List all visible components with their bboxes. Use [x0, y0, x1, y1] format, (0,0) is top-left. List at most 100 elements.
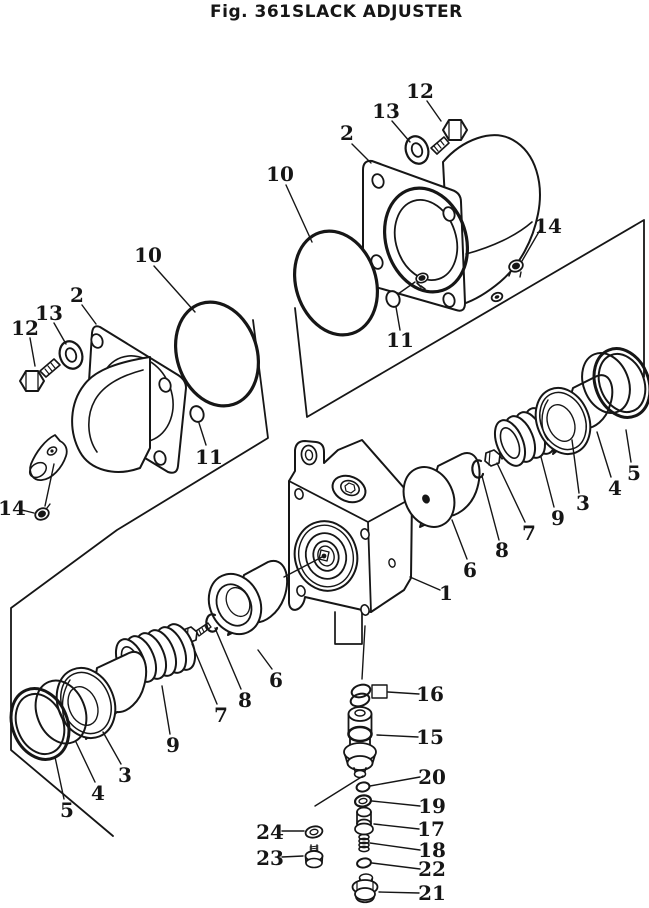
right-flange-bore — [393, 199, 459, 281]
left-ring-4 — [34, 679, 88, 745]
right-clip-8 — [471, 459, 485, 479]
left-cylinder-rim — [88, 369, 144, 453]
oring-22 — [356, 857, 372, 869]
right-flange-vent-fitting — [415, 272, 429, 290]
body-bottom-tab — [334, 611, 363, 645]
callout-3-right-piston: 3 — [576, 491, 590, 515]
callout-18-spring: 18 — [418, 838, 446, 862]
callout-10-left-oring: 10 — [134, 243, 162, 267]
right-cover-assembly — [362, 119, 541, 312]
callout-23-screw: 23 — [256, 846, 284, 870]
callout-10-right-oring: 10 — [266, 162, 294, 186]
right-ring-4 — [581, 352, 631, 414]
right-flange-bolt-hole — [442, 206, 456, 222]
body-lug-hole-inner — [304, 449, 314, 461]
callout-4-left-ring: 4 — [91, 781, 105, 805]
valve-body-15 — [343, 706, 377, 779]
body-corner-hole — [360, 604, 370, 616]
callout-24-washer: 24 — [256, 820, 284, 844]
right-ring-5 — [592, 347, 649, 419]
right-cup-6 — [402, 452, 481, 528]
callout-2-right-cover: 2 — [340, 121, 354, 145]
callout-14-left-plug: 14 — [0, 496, 26, 520]
callout-8-left-clip: 8 — [238, 688, 252, 712]
callout-12-right-cover-bolt: 12 — [406, 79, 434, 103]
body-front-boss — [293, 520, 359, 592]
left-panel-outline — [10, 319, 269, 837]
right-cover-cylinder-rim — [465, 221, 533, 255]
left-flange-bolt-hole — [158, 377, 172, 393]
body-corner-hole — [294, 488, 304, 500]
callout-leader-lines — [21, 100, 632, 894]
right-flange-bolt-hole — [442, 292, 456, 308]
callout-5-left-ring: 5 — [60, 798, 74, 822]
callout-13-left-washer: 13 — [35, 301, 63, 325]
callout-6-left-cup: 6 — [269, 668, 283, 692]
washer-19 — [353, 794, 373, 808]
callout-6-right-cup: 6 — [463, 558, 477, 582]
callout-5-right-ring: 5 — [627, 461, 641, 485]
right-plug-14 — [508, 259, 524, 278]
callout-20-oring: 20 — [418, 765, 446, 789]
callout-14-right-plug: 14 — [534, 214, 562, 238]
left-cup-6 — [207, 559, 289, 636]
callout-21-fitting: 21 — [418, 881, 446, 905]
callout-4-right-ring: 4 — [608, 476, 622, 500]
right-flange-seal-groove — [382, 186, 470, 294]
left-bolt-12 — [19, 358, 61, 392]
callout-9-left-boot: 9 — [166, 733, 180, 757]
figure-number: Fig. 361 — [210, 2, 291, 22]
left-cover-spout — [29, 434, 68, 481]
screw-23 — [304, 844, 324, 869]
callout-7-left-screw: 7 — [214, 703, 228, 727]
left-piston-3 — [55, 650, 148, 740]
callout-19-washer: 19 — [418, 794, 446, 818]
adjuster-body-1 — [287, 439, 413, 645]
oring-20 — [355, 781, 371, 793]
body-top-port — [331, 474, 367, 504]
callout-16-clip: 16 — [416, 682, 444, 706]
callout-17-valve: 17 — [417, 817, 445, 841]
left-washer-13 — [58, 340, 84, 370]
body-center-dot — [321, 553, 327, 559]
left-flange-bolt-hole — [153, 450, 167, 466]
right-panel-outline — [294, 219, 645, 418]
fitting-21 — [351, 873, 379, 904]
figure-title: SLACK ADJUSTER — [292, 2, 463, 22]
right-cover-flange — [362, 159, 466, 312]
right-nose-hole-inner — [494, 295, 500, 299]
left-oring-11 — [189, 405, 205, 423]
callout-1-body: 1 — [439, 581, 453, 605]
callout-3-left-piston: 3 — [118, 763, 132, 787]
body-corner-hole — [360, 528, 370, 540]
callout-15-valve-body: 15 — [416, 725, 444, 749]
callout-7-right-screw: 7 — [522, 521, 536, 545]
body-lug-hole — [300, 444, 318, 466]
left-plug-14 — [34, 503, 51, 521]
body-top-port-bore — [340, 479, 360, 497]
right-oring-10 — [292, 229, 380, 337]
left-spout-hole-center — [50, 449, 54, 453]
washer-24 — [304, 825, 324, 839]
right-cup-hole — [422, 494, 430, 504]
left-ring-5 — [9, 687, 71, 761]
left-oring-10 — [173, 300, 261, 408]
right-bolt-12 — [430, 119, 468, 155]
body-top-port-hex — [344, 482, 356, 494]
left-flange-bolt-hole — [90, 333, 104, 349]
left-cover-assembly — [19, 325, 187, 521]
clip-16 — [349, 683, 388, 708]
body-side-hole — [388, 558, 396, 568]
right-washer-13 — [404, 135, 430, 165]
callout-22-oring: 22 — [418, 857, 446, 881]
callout-8-right-clip: 8 — [495, 538, 509, 562]
right-flange-bolt-hole — [371, 173, 385, 189]
drawing-ink-layer — [9, 100, 649, 904]
left-spout-face — [28, 461, 48, 479]
callout-12-left-bolt: 12 — [11, 316, 39, 340]
body-corner-hole — [296, 585, 306, 597]
callout-9-right-boot: 9 — [551, 506, 565, 530]
